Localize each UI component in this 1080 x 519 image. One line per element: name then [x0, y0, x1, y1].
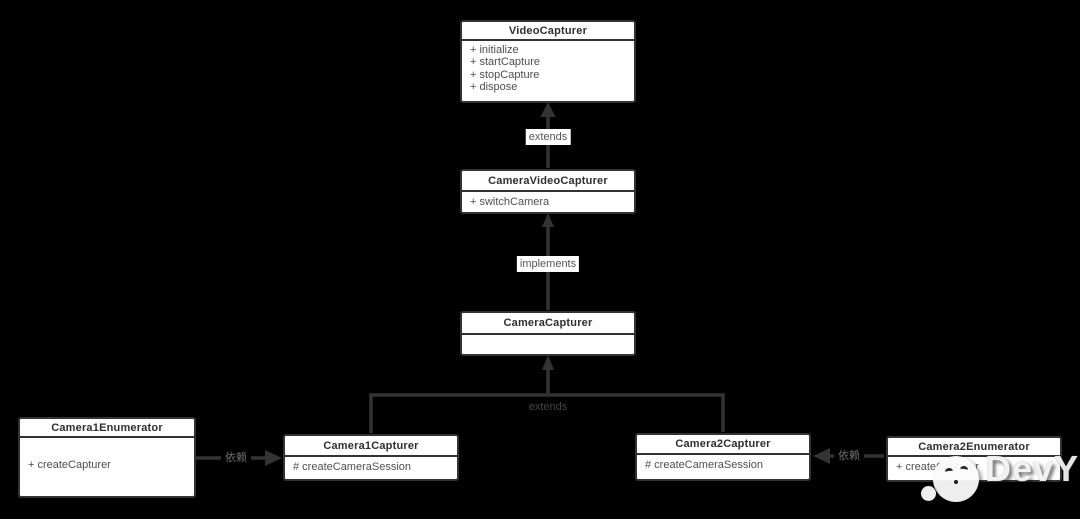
- class-members: [462, 335, 634, 354]
- class-member: + createCapturer: [28, 459, 111, 471]
- class-title: Camera2Enumerator: [888, 438, 1060, 457]
- class-title: Camera2Capturer: [637, 435, 809, 455]
- class-box-camera1capturer: Camera1Capturer # createCameraSession: [283, 434, 459, 481]
- watermark-logo-tail-icon: [921, 486, 936, 501]
- class-members: # createCameraSession: [637, 455, 809, 479]
- implements-label: implements: [516, 256, 580, 272]
- class-members: + initialize + startCapture + stopCaptur…: [462, 41, 634, 101]
- logo-eye-icon: [959, 465, 969, 474]
- class-member: + startCapture: [470, 56, 541, 69]
- watermark: DevYk: [921, 446, 1080, 512]
- watermark-text: DevYk: [985, 448, 1080, 489]
- class-member: # createCameraSession: [293, 461, 412, 473]
- extends-label-bottom: extends: [524, 400, 572, 414]
- class-member: + initialize: [470, 44, 519, 56]
- class-members: + createCapturer: [20, 438, 194, 496]
- class-member: + switchCamera: [470, 196, 550, 208]
- dependency-label-right: 依赖: [834, 449, 864, 463]
- class-title: Camera1Enumerator: [20, 419, 194, 438]
- class-box-camera1enumerator: Camera1Enumerator + createCapturer: [18, 417, 196, 498]
- dependency-edge-left: [196, 450, 282, 466]
- class-members: # createCameraSession: [285, 457, 457, 479]
- logo-nose-icon: [954, 480, 958, 484]
- extends-edge-bottom: [369, 355, 725, 433]
- class-box-camera2capturer: Camera2Capturer # createCameraSession: [635, 433, 811, 481]
- watermark-logo-icon: [933, 456, 979, 502]
- class-box-cameravideocapturer: CameraVideoCapturer + switchCamera: [460, 169, 636, 214]
- class-title: CameraCapturer: [462, 313, 634, 335]
- dependency-label-left: 依赖: [221, 451, 251, 465]
- logo-eye-icon: [944, 467, 954, 476]
- class-member: # createCameraSession: [645, 459, 764, 471]
- class-box-videocapturer: VideoCapturer + initialize + startCaptur…: [460, 20, 636, 103]
- class-box-cameracapturer: CameraCapturer: [460, 311, 636, 356]
- class-member: + dispose: [470, 81, 518, 94]
- class-members: + switchCamera: [462, 192, 634, 212]
- class-title: CameraVideoCapturer: [462, 171, 634, 192]
- class-title: Camera1Capturer: [285, 436, 457, 457]
- class-title: VideoCapturer: [462, 22, 634, 41]
- extends-label-top: extends: [525, 129, 571, 145]
- class-member: + stopCapture: [470, 68, 540, 81]
